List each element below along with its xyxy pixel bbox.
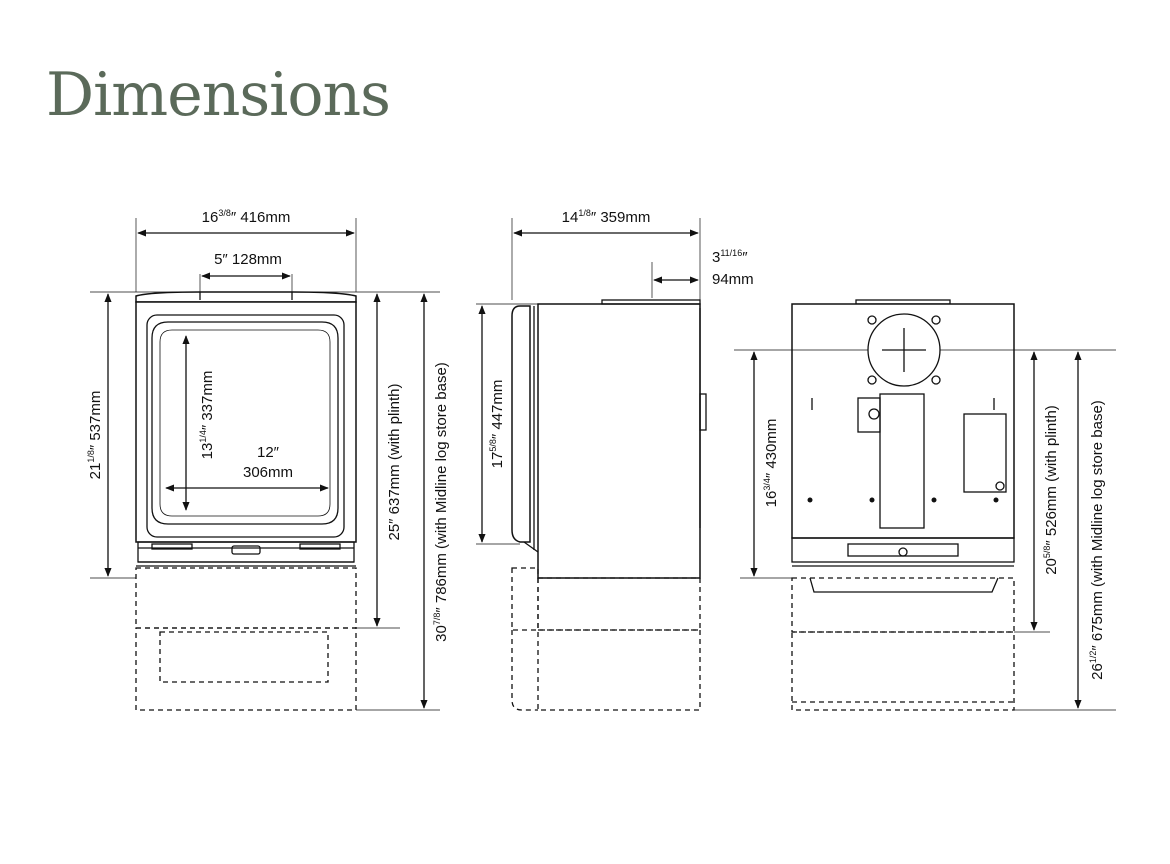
label-flue-offset-mm: 94mm (712, 271, 754, 288)
label-depth: 141/8″ 359mm (562, 208, 651, 226)
label-height-plinth: 25″ 637mm (with plinth) (386, 383, 403, 540)
rear-dimensions: 163/4″ 430mm 205/8″ 526mm (with plinth) … (734, 349, 1116, 711)
side-door (511, 305, 531, 543)
front-log-store (135, 627, 357, 711)
rear-data-plate (963, 413, 1007, 493)
rear-stove-body (791, 303, 1015, 539)
label-glass-width-in: 12″ (257, 444, 280, 461)
page-title: Dimensions (46, 60, 391, 130)
rear-log-store (791, 631, 1015, 711)
label-flue-width: 5″ 128mm (214, 251, 282, 268)
label-door-height: 175/8″ 447mm (488, 380, 506, 469)
label-front-height: 211/8″ 537mm (86, 391, 104, 480)
rear-view (791, 299, 1015, 711)
label-rear-height-log-store: 261/2″ 675mm (with Midline log store bas… (1088, 400, 1106, 680)
label-flue-centre-height: 163/4″ 430mm (762, 419, 780, 508)
label-glass-width-mm: 306mm (243, 464, 293, 481)
side-view (511, 299, 707, 711)
rear-air-inlet (879, 393, 925, 529)
front-view (135, 291, 357, 711)
side-stove-body (537, 303, 701, 579)
front-stove-body (135, 301, 357, 543)
side-dimensions: 141/8″ 359mm 311/16″ 94mm 175/8″ 447mm (476, 208, 754, 545)
side-handle (699, 393, 707, 431)
rear-plinth (791, 577, 1015, 633)
front-dimensions: 163/8″ 416mm 5″ 128mm 211/8″ 537mm 131/4… (86, 208, 450, 711)
front-top-plate (135, 291, 357, 303)
label-glass-height: 131/4″ 337mm (198, 371, 216, 460)
label-overall-width: 163/8″ 416mm (202, 208, 291, 226)
label-rear-height-plinth: 205/8″ 526mm (with plinth) (1042, 405, 1060, 575)
label-height-log-store: 307/8″ 786mm (with Midline log store bas… (432, 362, 450, 642)
front-badge (231, 545, 261, 555)
side-log-store (537, 629, 701, 711)
label-flue-offset-in: 311/16″ (712, 248, 748, 266)
front-door (146, 314, 345, 538)
front-glass (151, 321, 339, 525)
side-plinth (537, 577, 701, 631)
front-plinth (135, 567, 357, 629)
